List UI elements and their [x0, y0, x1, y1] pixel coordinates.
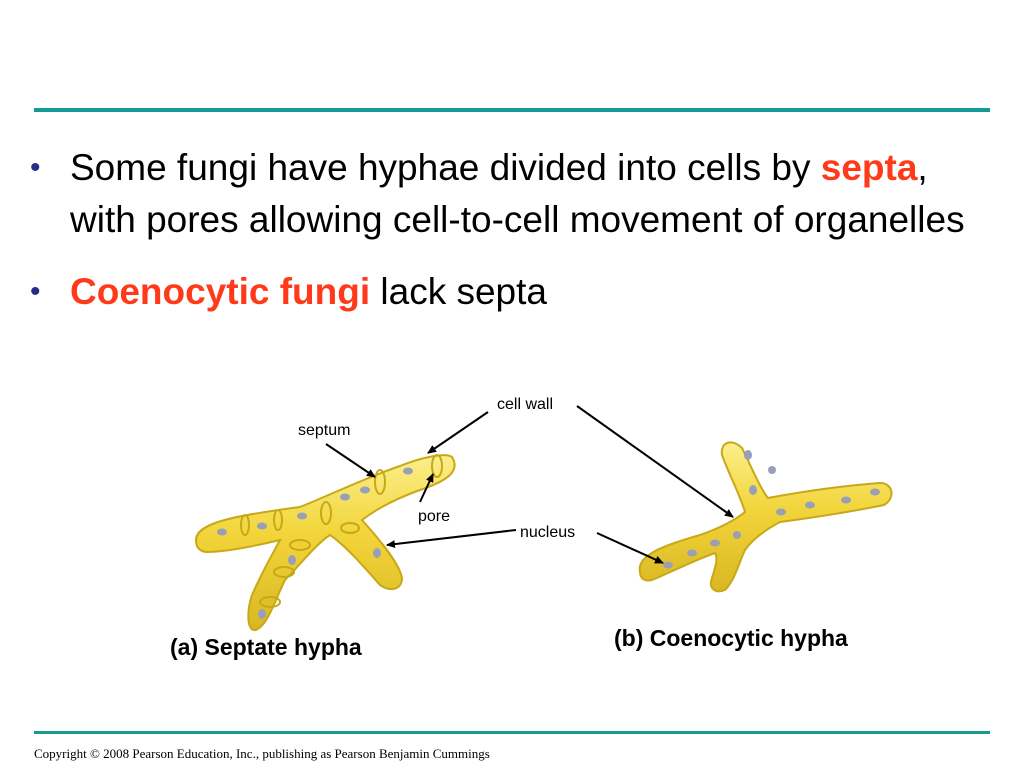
- label-septum: septum: [298, 422, 350, 439]
- cell-wall-leader-b: [576, 405, 734, 518]
- septum-ring: [289, 539, 311, 551]
- term-coenocytic-fungi: Coenocytic fungi: [70, 271, 371, 312]
- nucleus-dot: [373, 548, 381, 558]
- nucleus-dot: [258, 609, 266, 619]
- cell-wall-leader-a: [427, 411, 489, 454]
- nucleus-dot: [710, 539, 720, 547]
- caption-septate-hypha: (a) Septate hypha: [170, 634, 362, 660]
- coenocytic-hypha: [638, 441, 893, 593]
- leader-lines: [325, 405, 734, 564]
- nucleus-dot: [257, 522, 267, 530]
- septum-ring: [240, 514, 250, 536]
- bullet-item-septa: • Some fungi have hyphae divided into cel…: [30, 142, 990, 246]
- septum-ring: [259, 596, 281, 608]
- septum-leader: [325, 443, 376, 478]
- nucleus-dot: [360, 486, 370, 494]
- nucleus-dot: [749, 485, 757, 495]
- septum-ring: [431, 454, 443, 478]
- septum-ring: [340, 522, 360, 534]
- bullet-text: , with pores allowing cell-to-cell movem…: [70, 147, 965, 240]
- nucleus-dot: [841, 496, 851, 504]
- bottom-divider-rule: [34, 731, 990, 734]
- caption-coenocytic-hypha: (b) Coenocytic hypha: [614, 625, 848, 651]
- bullet-text: Some fungi have hyphae divided into cell…: [70, 147, 821, 188]
- nucleus-dot: [776, 508, 786, 516]
- label-pore: pore: [418, 508, 450, 525]
- nucleus-dot: [733, 531, 741, 539]
- pore-leader: [419, 473, 434, 503]
- top-divider-rule: [34, 108, 990, 112]
- bullet-dot-icon: •: [30, 151, 41, 184]
- label-cell-wall: cell wall: [497, 396, 553, 413]
- nucleus-leader-b: [596, 532, 664, 564]
- nucleus-leader-a: [386, 529, 517, 549]
- nucleus-dot: [744, 450, 752, 460]
- septate-nuclei: [217, 467, 413, 619]
- nucleus-dot: [687, 549, 697, 557]
- nucleus-dot: [403, 467, 413, 475]
- bullet-text: lack septa: [370, 271, 547, 312]
- bullet-item-coenocytic: • Coenocytic fungi lack septa: [30, 266, 990, 318]
- bullet-list: • Some fungi have hyphae divided into cel…: [30, 142, 990, 318]
- septum-ring: [320, 501, 332, 525]
- septum-ring: [273, 509, 283, 531]
- nucleus-dot: [663, 561, 673, 569]
- nucleus-dot: [768, 466, 776, 474]
- septum-ring: [273, 566, 295, 578]
- septate-hypha: [194, 454, 456, 632]
- septum-ring: [374, 469, 386, 495]
- nucleus-dot: [805, 501, 815, 509]
- septa: [240, 454, 443, 608]
- nucleus-dot: [288, 555, 296, 565]
- copyright-footer: Copyright © 2008 Pearson Education, Inc.…: [34, 746, 490, 761]
- term-septa: septa: [820, 147, 918, 188]
- bullet-dot-icon: •: [30, 275, 41, 308]
- nucleus-dot: [340, 493, 350, 501]
- nucleus-dot: [870, 488, 880, 496]
- nucleus-dot: [217, 528, 227, 536]
- coenocytic-nuclei: [663, 450, 880, 569]
- label-nucleus: nucleus: [520, 524, 575, 541]
- nucleus-dot: [297, 512, 307, 520]
